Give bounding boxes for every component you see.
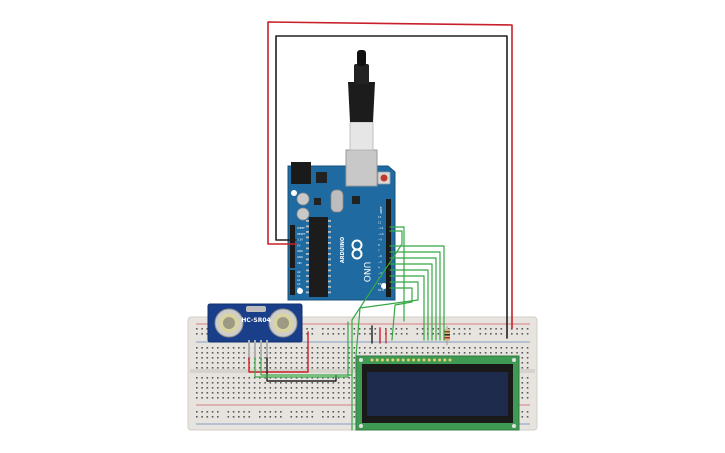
power-pin-label-2: 3.3V — [297, 238, 303, 242]
wire-green-4 — [389, 251, 441, 341]
wire-black-gnd — [275, 35, 508, 339]
digital-pin-label-2: ~11 — [378, 226, 384, 230]
analog-pin-label-1: A1 — [297, 274, 301, 278]
analog-pin-label-2: A2 — [297, 278, 301, 282]
power-jack — [291, 162, 311, 184]
arduino-brand-label: ARDUINO — [340, 237, 346, 263]
wire-green-8 — [389, 275, 425, 341]
digital-pin-label-13: RX 0 — [378, 288, 384, 292]
sensor-transducer-left — [214, 308, 244, 338]
wire-red-sensor-vcc — [248, 331, 309, 373]
digital-pin-label-6: 7 — [378, 249, 380, 253]
power-pin-label-0: IOREF — [297, 226, 305, 230]
wire-green-9 — [355, 281, 419, 357]
arduino-model-label: UNO — [361, 262, 371, 282]
analog-header — [290, 270, 295, 295]
lcd-screen — [367, 372, 508, 416]
digital-pin-label-8: ~5 — [378, 260, 382, 264]
power-header — [290, 225, 295, 268]
digital-pin-label-7: ~6 — [378, 254, 382, 258]
power-pin-label-3: 5V — [297, 243, 301, 247]
wire-green-6 — [389, 263, 433, 341]
sensor-transducer-right — [268, 308, 298, 338]
wire-green-3 — [389, 245, 445, 341]
hc-sr04-ultrasonic-sensor[interactable]: HC-SR04 — [207, 303, 303, 360]
power-pin-label-5: GND — [297, 255, 303, 259]
digital-pin-label-10: ~3 — [378, 271, 382, 275]
resistor — [444, 326, 450, 345]
digital-header — [386, 199, 391, 297]
analog-pin-label-4: A4 — [297, 286, 301, 290]
wire-green-2 — [351, 230, 403, 431]
digital-pin-label-5: 8 — [378, 243, 380, 247]
atmega-chip — [309, 217, 328, 297]
wire-green-1 — [389, 226, 405, 322]
power-pin-label-1: RESET — [297, 232, 306, 236]
power-pin-label-4: GND — [297, 249, 303, 253]
digital-pin-label-0: 13 — [378, 215, 382, 219]
digital-pin-label-3: ~10 — [378, 232, 384, 236]
usb-port — [345, 149, 378, 187]
arduino-infinity-logo-icon — [351, 239, 363, 260]
digital-pin-label-1: 12 — [378, 221, 382, 225]
digital-pin-label-4: ~9 — [378, 237, 382, 241]
sensor-model-label: HC-SR04 — [241, 317, 270, 324]
wire-green-sensor-trig — [254, 321, 349, 378]
wire-green-10 — [389, 287, 413, 341]
digital-pin-label-9: 4 — [378, 265, 380, 269]
lcd-16x2-display[interactable] — [355, 355, 520, 431]
analog-pin-label-5: A5 — [297, 290, 301, 294]
wire-green-5 — [389, 257, 437, 341]
wire-green-sensor-echo — [260, 357, 353, 376]
digital-pin-label-12: TX 1 — [378, 282, 384, 286]
wire-green-7 — [389, 269, 429, 341]
power-pin-label-6: VIN — [297, 261, 302, 265]
aref-label: AREF — [379, 206, 383, 214]
wire-red-5v — [267, 21, 513, 329]
wires — [248, 21, 513, 431]
wire-black-sensor-gnd — [266, 357, 337, 382]
usb-cable-icon — [348, 50, 375, 151]
analog-pin-label-0: A0 — [297, 270, 301, 274]
analog-pin-label-3: A3 — [297, 282, 301, 286]
